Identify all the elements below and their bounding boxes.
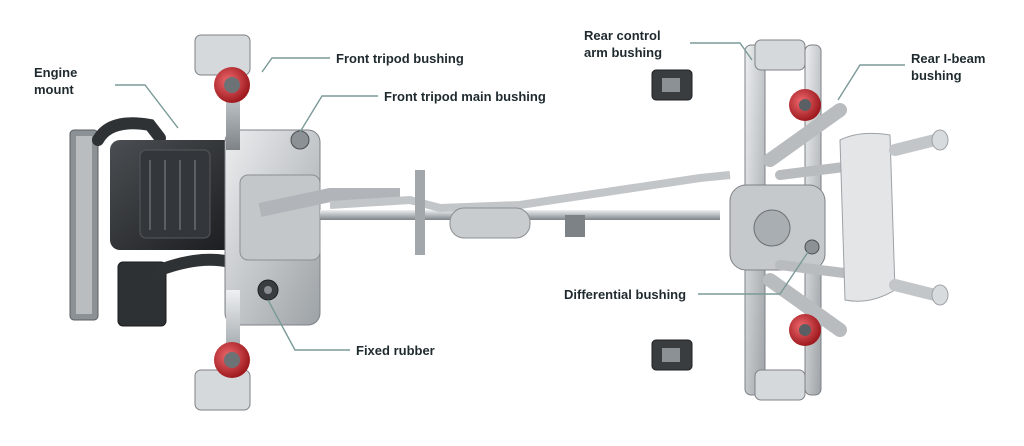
differential-bushing-label: Differential bushing [564, 287, 687, 302]
leader-lines [115, 42, 905, 351]
leader-rear-i-beam [837, 64, 905, 101]
rear-i-beam-bushing-label-line2: bushing [911, 68, 962, 83]
front-hub-bottom [194, 342, 251, 411]
engine-mount-label: Engine mount [34, 64, 77, 98]
leader-differential [698, 251, 809, 295]
leader-rear-control-arm [690, 42, 753, 61]
air-filter-box [117, 261, 167, 327]
leader-fixed-rubber [267, 299, 350, 351]
front-tripod-bushing-label: Front tripod bushing [336, 51, 464, 66]
rear-control-arm-bushing-label-line1: Rear control [584, 28, 661, 43]
engine-mount-label-line1: Engine [34, 65, 78, 80]
front-tripod-main-bushing-part [290, 130, 310, 150]
leader-front-tripod-main-bushing [299, 95, 378, 133]
rear-muffler [839, 132, 896, 302]
rear-i-beam-bushing-label-line1: Rear I-beam [911, 51, 986, 66]
rear-control-arm-bushing-label-line2: arm bushing [584, 45, 663, 60]
differential-bushing-part [804, 239, 820, 255]
catalytic-converter [449, 207, 531, 239]
front-hub-top [194, 34, 251, 103]
front-tripod-main-bushing-label: Front tripod main bushing [384, 89, 546, 104]
drive-shaft [320, 170, 731, 255]
rear-assembly [651, 39, 949, 401]
leader-front-tripod-bushing [261, 57, 330, 73]
rear-i-beam-bushing-label: Rear I-beam bushing [911, 50, 985, 84]
fixed-rubber-label: Fixed rubber [356, 343, 435, 358]
intake-pipe [92, 117, 166, 146]
rear-control-arm-bushing-label: Rear control arm bushing [584, 27, 662, 61]
engine-mount-label-line2: mount [34, 82, 74, 97]
leader-engine-mount [115, 84, 179, 129]
front-assembly [69, 34, 400, 411]
